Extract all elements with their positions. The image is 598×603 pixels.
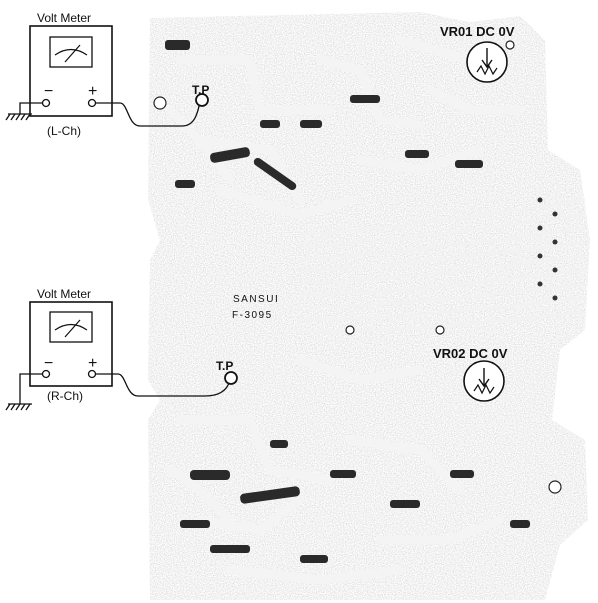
probe-wire-left — [96, 101, 201, 127]
probe-wire-right — [96, 373, 231, 397]
minus-terminal — [41, 369, 51, 379]
volt-meter-left: Volt Meter − + (L-Ch) — [29, 11, 113, 138]
pcb-board: SANSUI F-3095 — [148, 12, 590, 600]
test-point-right: T.P — [216, 359, 238, 385]
meter-title: Volt Meter — [37, 287, 91, 301]
test-point-label: T.P — [216, 359, 233, 373]
channel-label: (R-Ch) — [47, 389, 83, 403]
meter-title: Volt Meter — [37, 11, 91, 25]
through-holes — [153, 40, 562, 494]
plus-sign: + — [88, 83, 97, 100]
component-pads — [165, 40, 530, 563]
meter-dial — [49, 311, 93, 343]
meter-needle — [64, 44, 81, 63]
vr01-adjuster: VR01 DC 0V — [440, 24, 515, 83]
minus-sign: − — [44, 355, 53, 372]
bus-pads — [537, 197, 558, 301]
volt-meter-right: Volt Meter − + (R-Ch) — [29, 287, 113, 403]
meter-needle — [64, 319, 81, 338]
vr01-label: VR01 DC 0V — [440, 24, 515, 39]
ground-wire-left — [5, 102, 42, 121]
channel-label: (L-Ch) — [47, 124, 81, 138]
meter-scale-arc — [54, 48, 88, 56]
test-point-marker — [224, 371, 238, 385]
bus-traces — [299, 198, 586, 333]
plus-sign: + — [88, 355, 97, 372]
test-point-left: T.P — [192, 83, 209, 107]
board-brand-text: SANSUI — [233, 294, 279, 305]
minus-sign: − — [44, 83, 53, 100]
ground-wire-right — [5, 373, 42, 411]
test-point-label: T.P — [192, 83, 209, 97]
test-point-marker — [195, 93, 209, 107]
plus-terminal — [87, 369, 97, 379]
traces-lower — [165, 355, 505, 585]
meter-scale-arc — [54, 323, 88, 331]
plus-terminal — [87, 98, 97, 108]
board-model-text: F-3095 — [232, 310, 273, 321]
vr02-label: VR02 DC 0V — [433, 346, 508, 361]
vr02-adjuster: VR02 DC 0V — [433, 346, 508, 402]
meter-dial — [49, 36, 93, 68]
minus-terminal — [41, 98, 51, 108]
